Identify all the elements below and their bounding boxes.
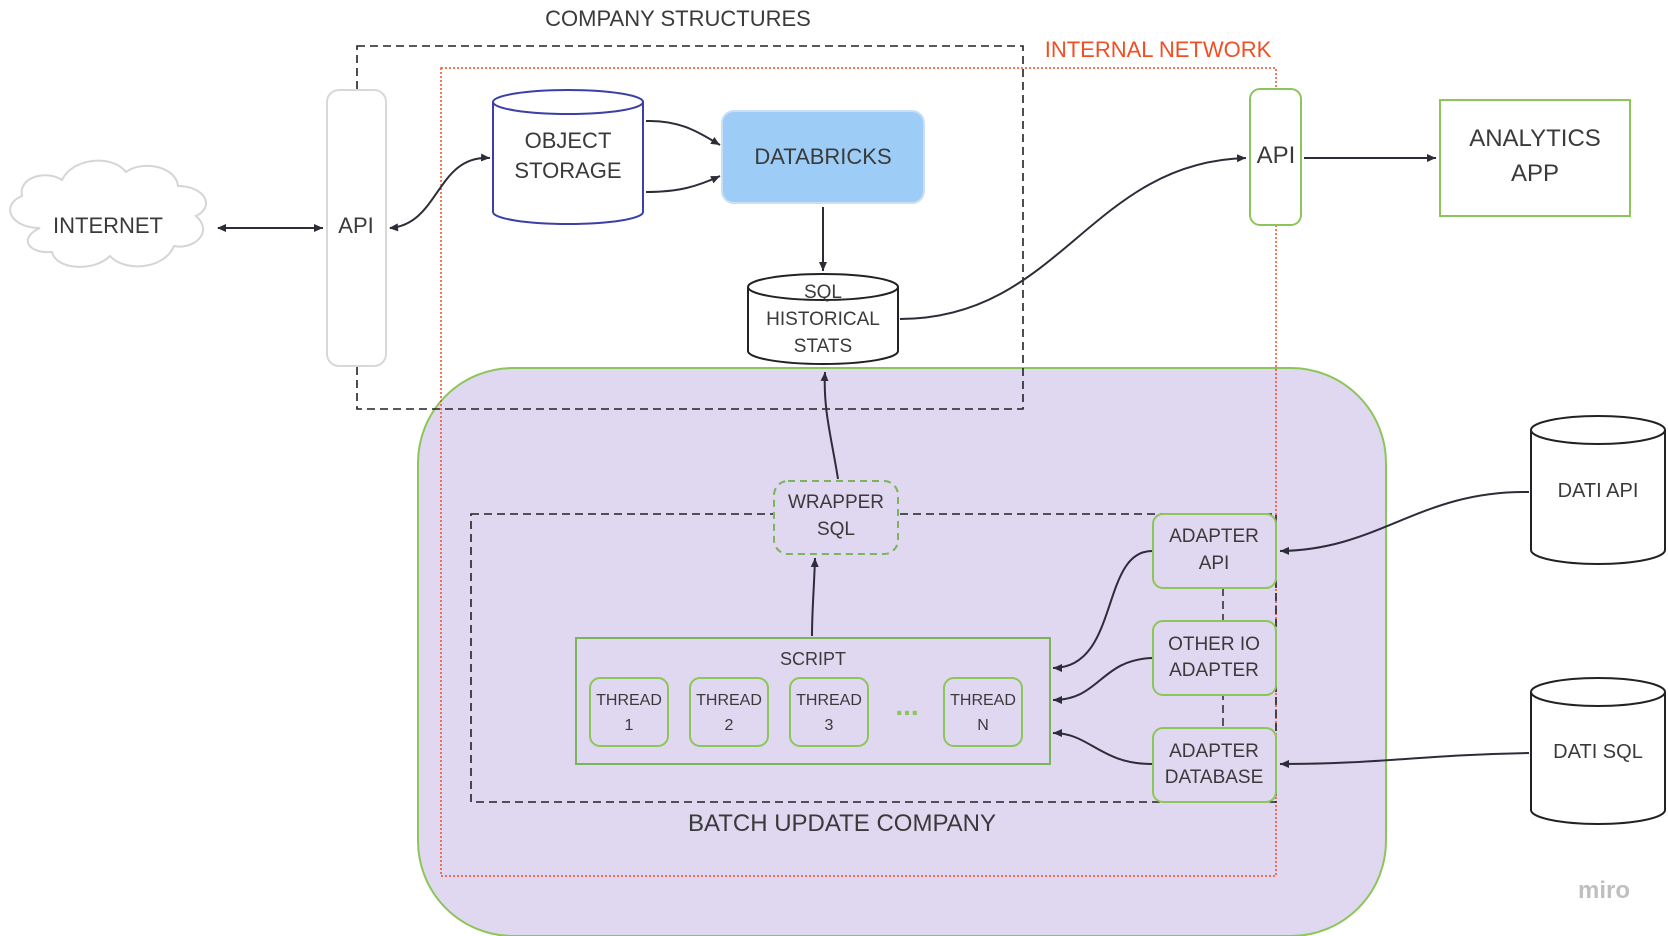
dati-sql-label: DATI SQL — [1553, 741, 1643, 763]
arrow-dati-sql-adapter — [1279, 752, 1530, 768]
wrapper-sql — [773, 480, 899, 555]
other-io-adapter-label-1: OTHER IO — [1168, 634, 1260, 655]
thread-3: THREAD 3 — [789, 677, 869, 747]
batch-update-company-label: BATCH UPDATE COMPANY — [688, 810, 996, 837]
thread-1-label-2: 1 — [625, 717, 634, 734]
api-right — [1249, 88, 1302, 226]
adapter-api-label-1: ADAPTER — [1169, 526, 1259, 547]
thread-n-label-1: THREAD — [950, 692, 1016, 709]
company-structures-boundary — [356, 45, 1024, 410]
thread-n-label-2: N — [977, 717, 989, 734]
sql-stats-label-2: HISTORICAL — [766, 309, 880, 330]
sql-stats-label-3: STATS — [794, 336, 852, 357]
adapter-api: ADAPTER API — [1152, 513, 1277, 589]
adapter-api-label-2: API — [1199, 553, 1230, 574]
arrow-dati-api-adapter — [1279, 490, 1530, 555]
thread-2: THREAD 2 — [689, 677, 769, 747]
wrapper-sql-label-1: WRAPPER — [788, 492, 884, 513]
thread-1-label-1: THREAD — [596, 692, 662, 709]
arrow-script-wrapper — [810, 557, 819, 637]
thread-3-label-1: THREAD — [796, 692, 862, 709]
thread-n: THREAD N — [943, 677, 1023, 747]
object-storage-label-2: STORAGE — [514, 158, 621, 183]
miro-watermark: miro — [1578, 877, 1630, 904]
api-left-label: API — [338, 213, 373, 238]
dati-api-label: DATI API — [1558, 480, 1639, 502]
dati-api: DATI API — [1530, 415, 1666, 565]
arrow-sql-api-right — [899, 154, 1247, 320]
sql-stats-label-1: SQL — [804, 282, 842, 303]
other-io-adapter: OTHER IO ADAPTER — [1152, 620, 1277, 696]
arrow-adapter-api-script — [1052, 550, 1153, 672]
dati-sql: DATI SQL — [1530, 677, 1666, 825]
databricks — [721, 110, 925, 204]
arrow-storage-databricks-2 — [645, 175, 721, 193]
internet-cloud — [9, 159, 207, 268]
arrow-storage-databricks-1 — [645, 119, 721, 146]
arrow-wrapper-sql — [820, 371, 839, 480]
thread-1: THREAD 1 — [589, 677, 669, 747]
thread-2-label-2: 2 — [725, 717, 734, 734]
arrow-adapter-db-script — [1052, 729, 1153, 765]
object-storage-label-1: OBJECT — [525, 128, 612, 153]
thread-3-label-2: 3 — [825, 717, 834, 734]
analytics-app-label-1: ANALYTICS — [1469, 125, 1601, 152]
arrow-api-object-storage — [389, 153, 491, 232]
thread-2-label-1: THREAD — [696, 692, 762, 709]
other-io-adapter-label-2: ADAPTER — [1169, 660, 1259, 681]
wrapper-sql-label-2: SQL — [817, 519, 855, 540]
internet-label: INTERNET — [53, 213, 163, 238]
adapter-database: ADAPTER DATABASE — [1152, 727, 1277, 803]
object-storage: OBJECT STORAGE — [492, 89, 644, 225]
databricks-label: DATABRICKS — [754, 144, 891, 169]
internal-network-boundary — [440, 67, 1277, 877]
adapter-database-label-1: ADAPTER — [1169, 741, 1259, 762]
analytics-app — [1439, 99, 1631, 217]
script-label: SCRIPT — [780, 649, 846, 669]
api-right-label: API — [1257, 142, 1296, 169]
adapter-database-label-2: DATABASE — [1165, 767, 1264, 788]
company-structures-label: COMPANY STRUCTURES — [545, 6, 811, 31]
analytics-app-label-2: APP — [1511, 160, 1559, 187]
sql-historical-stats: SQL HISTORICAL STATS — [747, 273, 899, 365]
api-left — [326, 89, 387, 367]
internal-network-label: INTERNAL NETWORK — [1045, 37, 1272, 62]
arrow-other-io-script — [1052, 657, 1153, 704]
thread-ellipsis: ... — [895, 690, 918, 721]
